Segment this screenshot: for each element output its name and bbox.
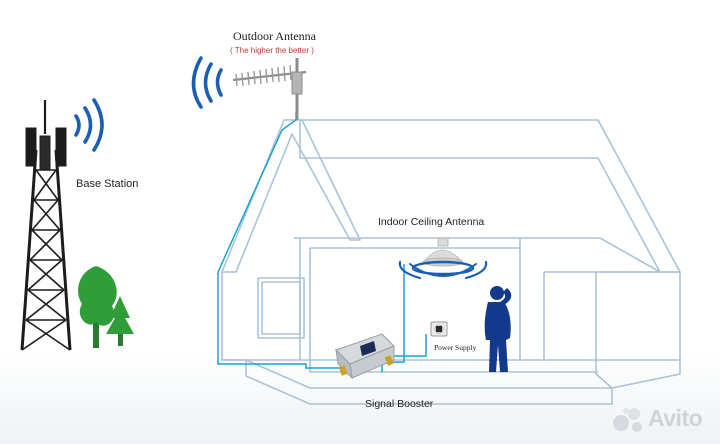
signal-booster-device-icon [335,333,395,380]
person-on-phone-icon [484,286,512,372]
watermark-dots-icon [613,408,642,432]
tree-icon-small [106,296,134,346]
power-outlet-icon [430,321,448,337]
outdoor-antenna-label: Outdoor Antenna [233,29,316,43]
power-supply-label: Power Supply [434,343,477,352]
tower-signal-waves-icon [74,98,104,152]
watermark-text: Avito [648,405,703,431]
outdoor-antenna [232,58,307,120]
yagi-antenna-icon [235,64,292,87]
signal-booster-label: Signal Booster [365,398,434,410]
outdoor-antenna-hint: ( The higher the better ) [230,46,314,55]
base-station-label: Base Station [76,178,139,190]
watermark: Avito [612,402,716,436]
cell-tower-icon [20,100,72,351]
indoor-antenna-label: Indoor Ceiling Antenna [378,216,485,228]
broadcast-rings-icon [398,260,488,280]
tree-icon [78,266,117,348]
coax-cable [217,112,427,372]
ceiling-antenna-icon [422,237,464,267]
wifi-waves-icon [191,56,223,109]
